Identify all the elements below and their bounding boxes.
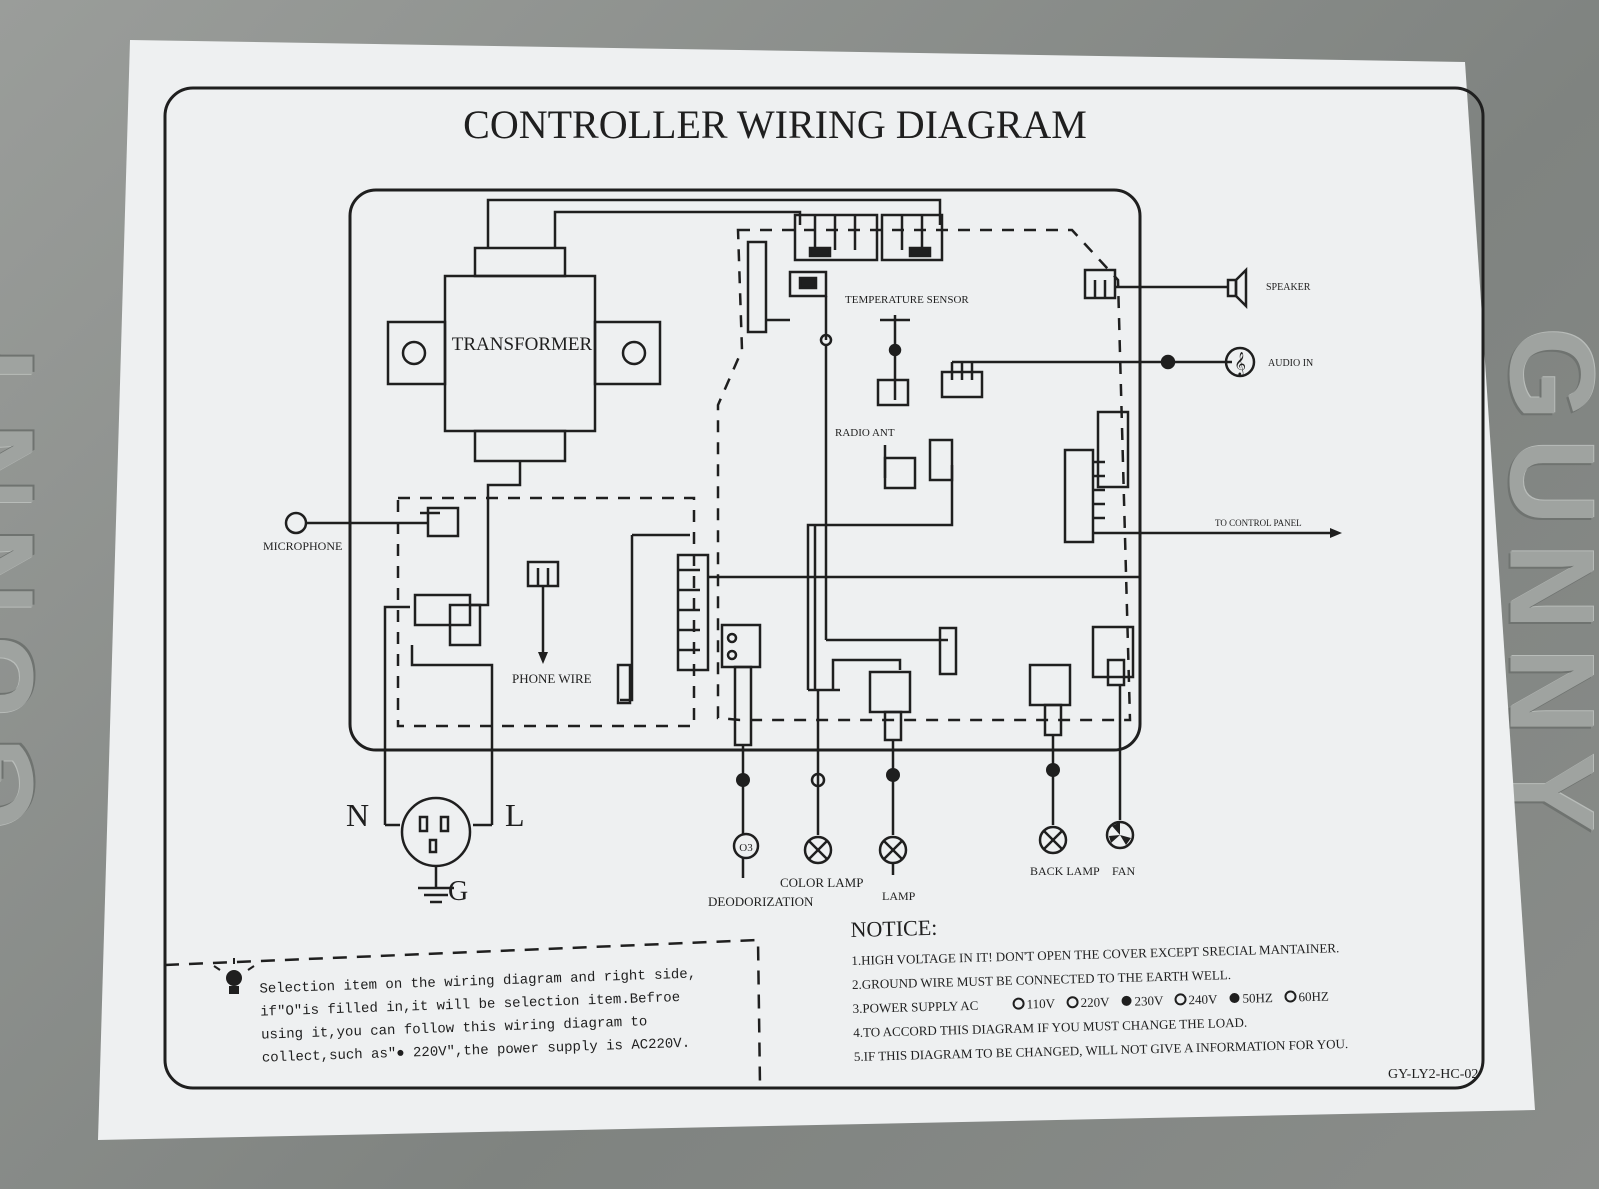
transformer	[386, 246, 662, 463]
sticker-paper	[98, 40, 1535, 1140]
deodorization-label: DEODORIZATION	[708, 894, 814, 909]
live-label: L	[505, 797, 525, 833]
svg-text:𝄞: 𝄞	[1234, 353, 1246, 376]
option-230v: 230V	[1134, 993, 1164, 1009]
dashed-zone-left	[396, 496, 696, 728]
central-wires	[616, 296, 1142, 705]
speaker-icon	[1226, 266, 1248, 310]
phone-wire-label: PHONE WIRE	[512, 671, 592, 686]
option-220v: 220V	[1080, 994, 1110, 1010]
option-220v-empty-icon	[1066, 996, 1079, 1009]
deodorization-selected-dot	[736, 773, 750, 787]
microphone-connector	[284, 506, 460, 538]
output-wires	[741, 685, 1122, 835]
to-control-panel-label: TO CONTROL PANEL	[1215, 518, 1302, 528]
controller-board	[348, 188, 1142, 752]
ozone-icon	[732, 832, 760, 860]
to-control-panel-arrow-icon	[1330, 528, 1342, 538]
ozone-label: O3	[739, 842, 753, 854]
outer-border	[163, 86, 1485, 1090]
option-110v: 110V	[1026, 996, 1055, 1012]
lamp-label: LAMP	[882, 889, 916, 903]
option-240v: 240V	[1188, 991, 1218, 1007]
transformer-wires	[470, 198, 942, 607]
lamp-selected-dot	[886, 768, 900, 782]
audio-in-icon: 𝄞	[1224, 346, 1256, 378]
color-lamp-icon	[803, 835, 833, 865]
phone-wire-arrow-icon	[538, 652, 548, 664]
temperature-sensor	[876, 315, 910, 407]
speaker-label: SPEAKER	[1266, 282, 1311, 293]
option-60hz: 60HZ	[1298, 989, 1329, 1005]
dashed-zone-main	[716, 228, 1132, 722]
option-110v-empty-icon	[1012, 997, 1025, 1010]
power-input-relay	[383, 593, 494, 825]
back-lamp-label: BACK LAMP	[1030, 864, 1100, 878]
color-lamp-unselected-dot	[810, 772, 826, 788]
control-panel-connector	[1063, 410, 1330, 544]
notice-heading: NOTICE:	[850, 915, 937, 942]
audio-in-label: AUDIO IN	[1268, 358, 1313, 369]
power-options: 110V 220V 230V 240V 50HZ 60HZ	[1012, 989, 1329, 1012]
temperature-sensor-label: TEMPERATURE SENSOR	[845, 294, 969, 306]
radio-antenna-connector	[806, 438, 954, 690]
option-60hz-empty-icon	[1284, 990, 1297, 1003]
radio-ant-label: RADIO ANT	[835, 427, 895, 439]
model-code: GY-LY2-HC-02	[1388, 1067, 1478, 1082]
option-240v-empty-icon	[1174, 993, 1187, 1006]
power-outlet	[385, 796, 492, 904]
neutral-label: N	[346, 797, 369, 833]
audio-in-connector	[940, 354, 1232, 399]
ground-label: G	[448, 876, 468, 907]
option-50hz-filled-icon	[1229, 993, 1240, 1004]
option-230v-filled-icon	[1121, 995, 1132, 1006]
back-lamp-icon	[1038, 825, 1068, 855]
lamp-icon	[878, 835, 908, 875]
fan-icon	[1105, 820, 1135, 850]
lightbulb-icon	[213, 958, 255, 994]
phone-wire-connector	[526, 560, 560, 655]
fan-label: FAN	[1112, 864, 1135, 878]
transformer-label: TRANSFORMER	[452, 334, 593, 355]
notice-item-3: 3.POWER SUPPLY AC	[852, 998, 978, 1016]
diagram-title: CONTROLLER WIRING DIAGRAM	[463, 102, 1087, 147]
top-connectors	[746, 213, 944, 334]
back-lamp-selected-dot	[1046, 763, 1060, 777]
selection-note-box	[164, 938, 762, 1086]
speaker-connector	[1083, 268, 1228, 300]
option-50hz: 50HZ	[1242, 990, 1273, 1006]
color-lamp-label: COLOR LAMP	[780, 875, 863, 890]
microphone-label: MICROPHONE	[263, 539, 342, 553]
